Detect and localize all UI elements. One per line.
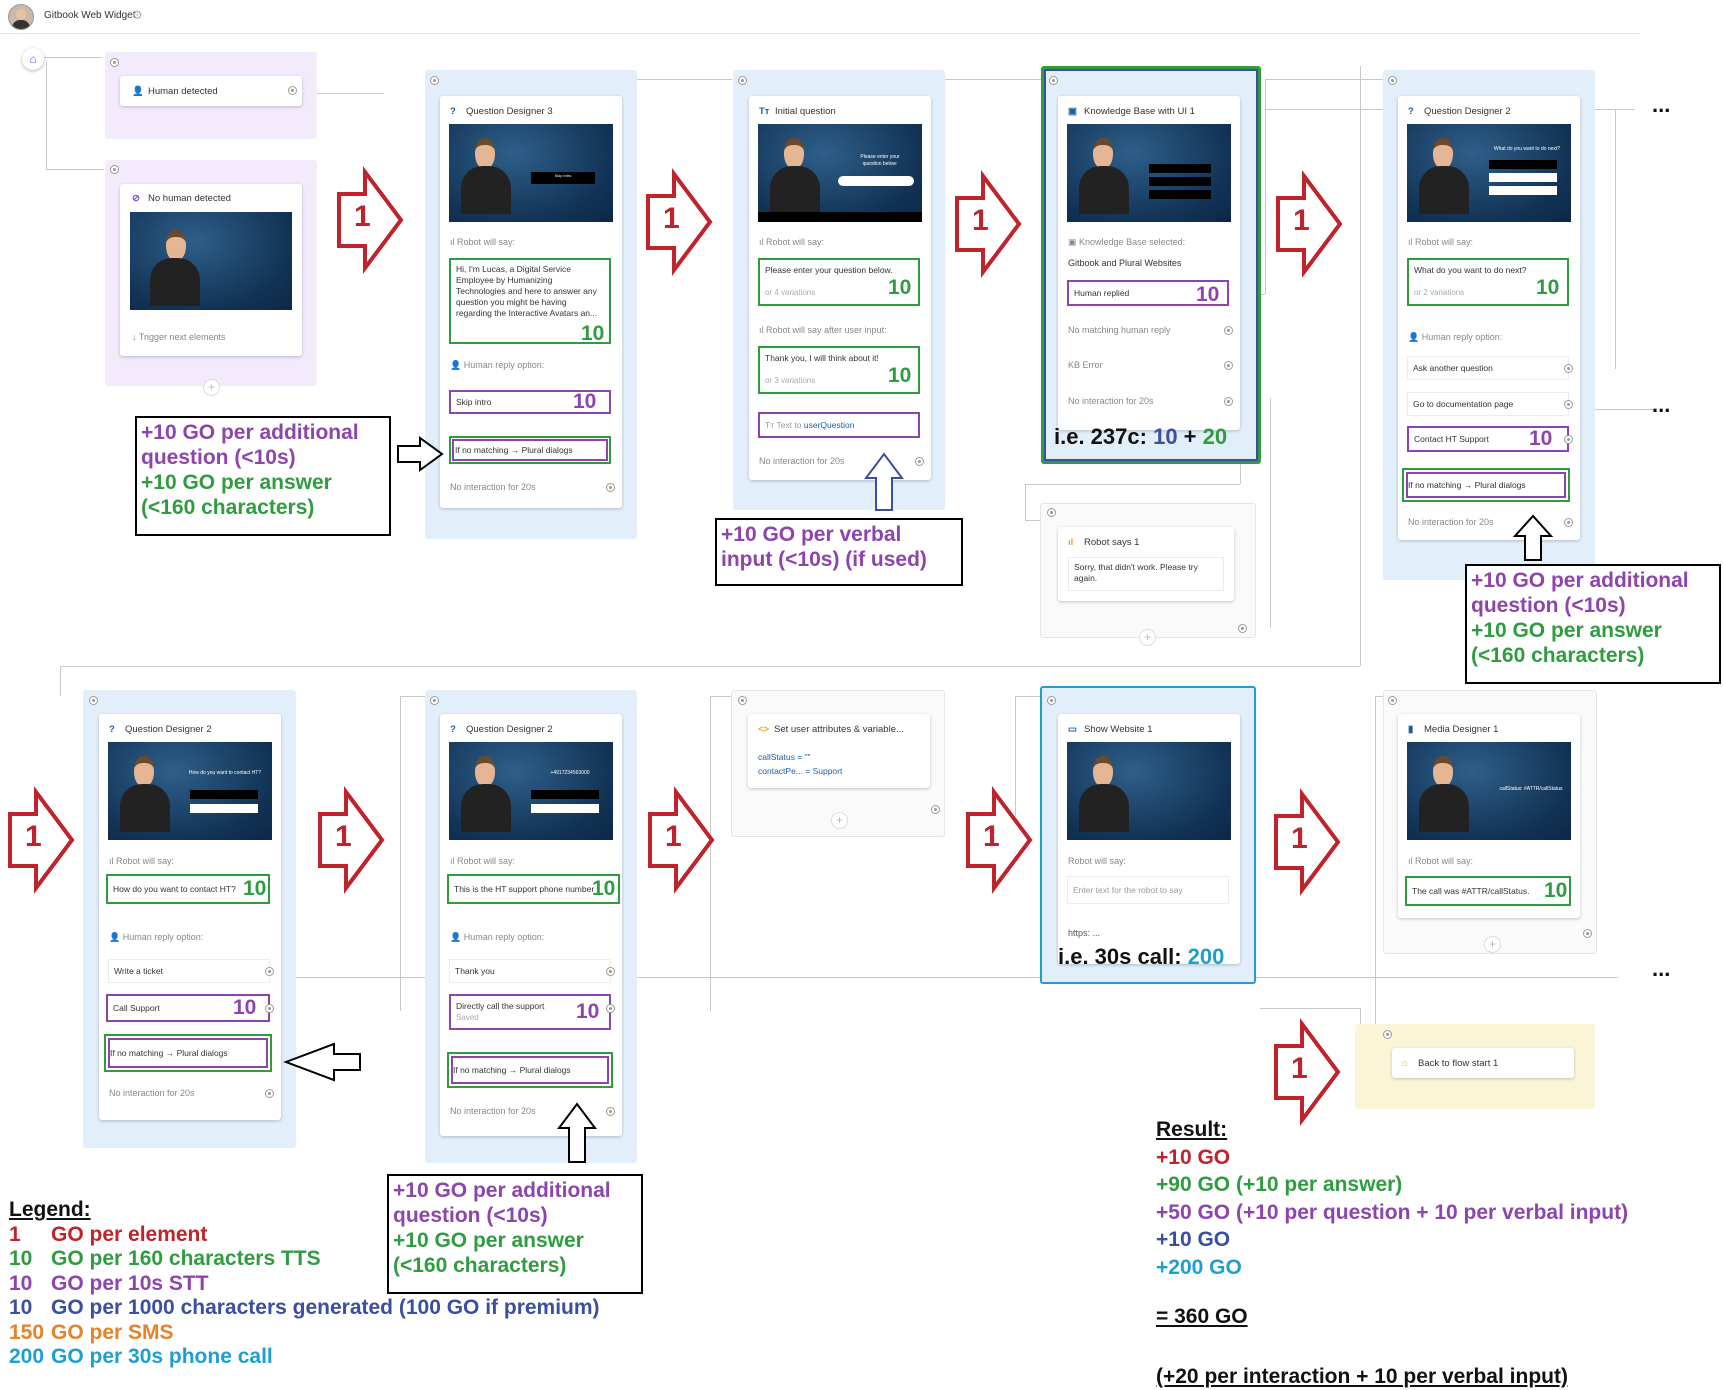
result-title: Result: — [1156, 1116, 1628, 1144]
note-verbal-input: +10 GO per verbal input (<10s) (if used) — [715, 518, 963, 586]
pointer-arrow-up — [559, 1104, 595, 1162]
result-footer: (+20 per interaction + 10 per verbal inp… — [1156, 1363, 1628, 1390]
pointer-arrow-up — [866, 454, 902, 510]
result-block: Result: +10 GO +90 GO (+10 per answer) +… — [1156, 1116, 1628, 1390]
pointer-arrow-left — [286, 1044, 360, 1080]
pointer-arrow-right — [398, 438, 442, 470]
note-qd2a: +10 GO per additional question (<10s) +1… — [1465, 564, 1721, 684]
result-total: = 360 GO — [1156, 1303, 1628, 1331]
pointer-arrow-up — [1515, 516, 1551, 560]
legend-title: Legend: — [9, 1198, 600, 1223]
note-qd3: +10 GO per additional question (<10s) +1… — [135, 416, 391, 536]
